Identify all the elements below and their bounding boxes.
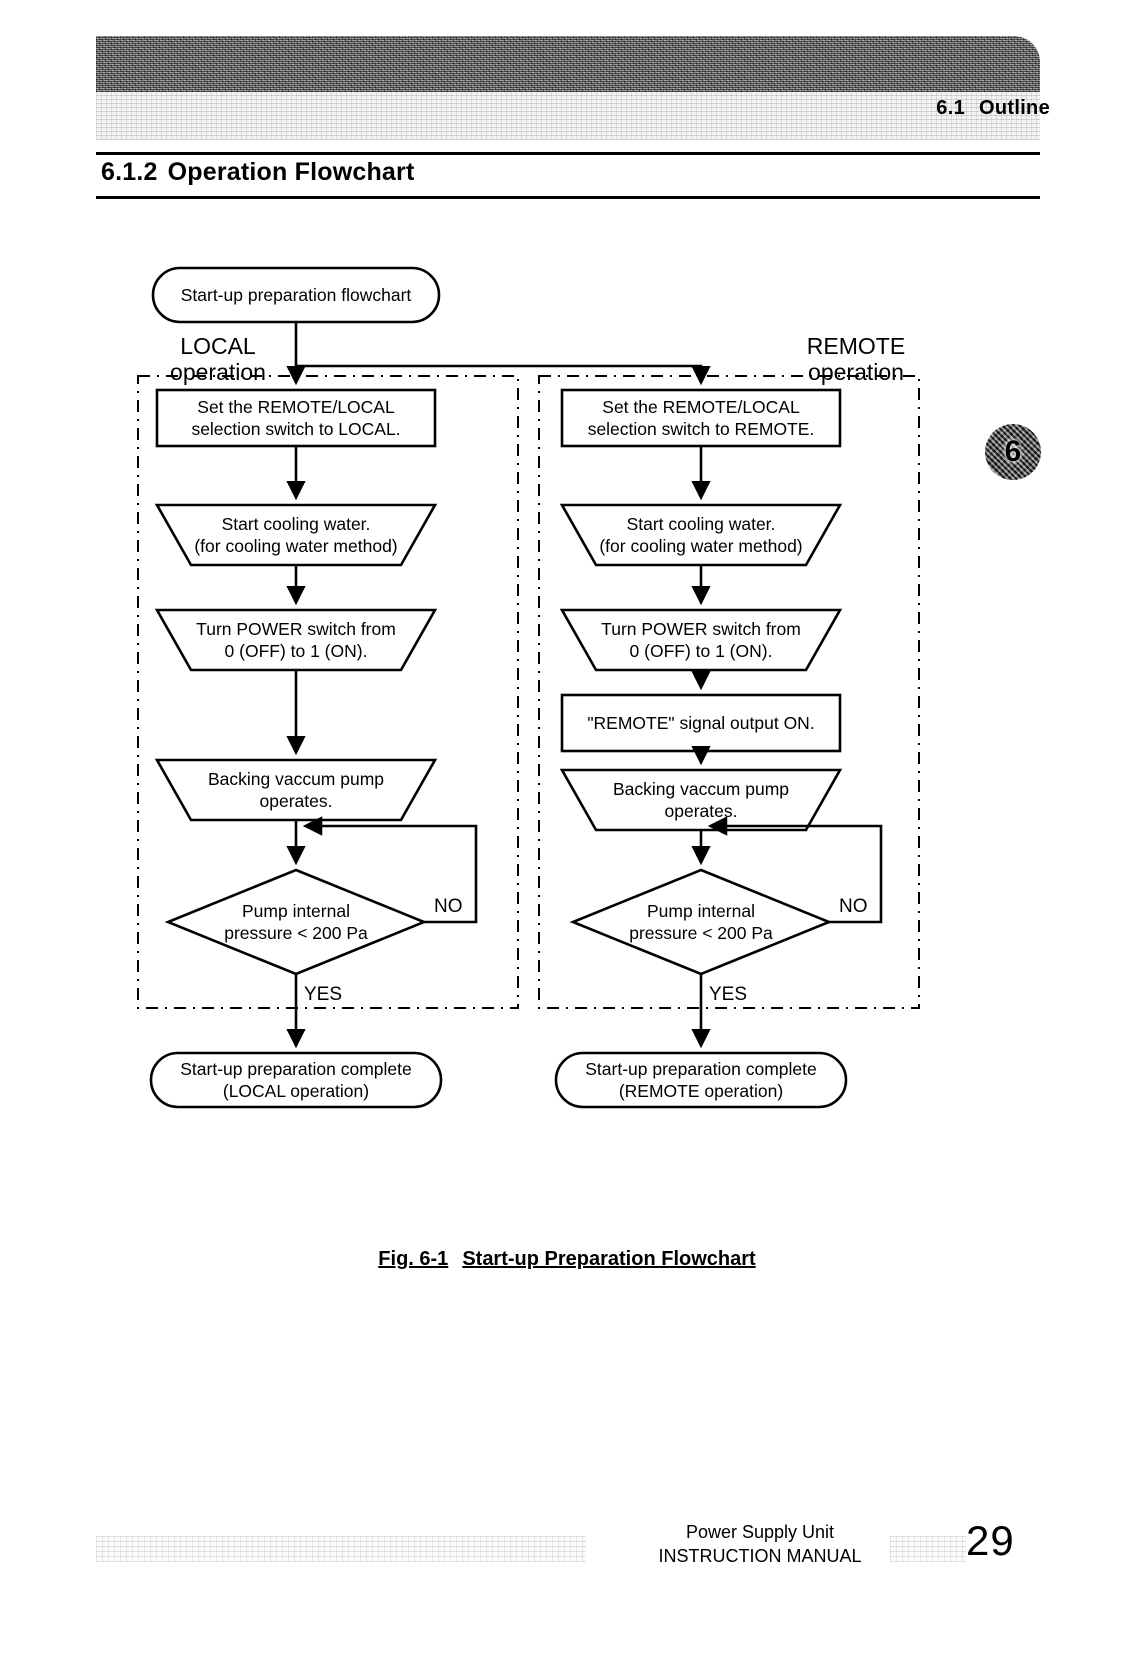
header-chapter-number: 6.1 (936, 97, 965, 119)
footer-product-name: Power Supply Unit (685, 1522, 835, 1542)
section-rule-top (96, 152, 1040, 155)
flow-manual-remote-2 (559, 608, 843, 672)
flow-manual-remote-4 (559, 768, 843, 832)
chapter-tab-marker: 6 (985, 424, 1041, 480)
section-title-text: Operation Flowchart (167, 158, 415, 186)
footer-document-title: Power Supply Unit INSTRUCTION MANUAL (560, 1520, 960, 1569)
flow-terminal-local (149, 1051, 443, 1109)
lane-boundary-local (137, 375, 519, 1009)
footer-speckle-right (890, 1536, 966, 1562)
footer-doc-type: INSTRUCTION MANUAL (658, 1546, 862, 1567)
flow-process-remote-0 (560, 388, 842, 448)
figure-caption: Fig. 6-1 Start-up Preparation Flowchart (0, 1248, 1134, 1271)
footer-speckle-left (96, 1536, 586, 1562)
flow-terminal-remote (554, 1051, 848, 1109)
branch-label-yes-remote: YES (709, 984, 747, 1005)
chapter-tab-number: 6 (1004, 435, 1022, 468)
branch-label-no-remote: NO (839, 896, 868, 917)
flow-start-label: Start-up preparation flowchart (181, 285, 412, 305)
flow-manual-local-1 (154, 503, 438, 567)
flow-manual-local-2 (154, 608, 438, 672)
figure-caption-title: Start-up Preparation Flowchart (462, 1248, 756, 1270)
connector-no-loop-local (302, 816, 478, 924)
branch-label-no-local: NO (434, 896, 463, 917)
section-number: 6.1.2 (101, 158, 158, 186)
flow-manual-local-3 (154, 758, 438, 822)
lane-boundary-remote (538, 375, 920, 1009)
connector-start-to-remote (296, 364, 711, 386)
flow-process-remote-3 (560, 693, 842, 753)
flow-node-label-local-1: Start cooling water.(for cooling water m… (194, 514, 397, 556)
flow-terminal-label-local: Start-up preparation complete(LOCAL oper… (180, 1059, 412, 1101)
connector-no-loop-remote (707, 816, 883, 924)
section-rule-bottom (96, 196, 1040, 199)
flow-manual-remote-1 (559, 503, 843, 567)
flow-terminal-label-remote: Start-up preparation complete(REMOTE ope… (585, 1059, 817, 1101)
header-subtexture-band (96, 92, 1040, 140)
flow-decision-local-4 (164, 868, 428, 976)
header-texture-band (96, 36, 1040, 92)
flow-node-label-remote-3: "REMOTE" signal output ON. (587, 713, 814, 733)
flow-node-label-remote-1: Start cooling water.(for cooling water m… (599, 514, 802, 556)
header-chapter-reference: 6.1 Outline (936, 97, 1050, 120)
header-chapter-title: Outline (979, 97, 1050, 119)
branch-label-yes-local: YES (304, 984, 342, 1005)
flow-decision-remote-5 (569, 868, 833, 976)
figure-number: Fig. 6-1 (378, 1248, 449, 1270)
page-number: 29 (966, 1517, 1015, 1564)
flow-process-local-0 (155, 388, 437, 448)
page-title: 6.1.2 Operation Flowchart (101, 158, 415, 187)
